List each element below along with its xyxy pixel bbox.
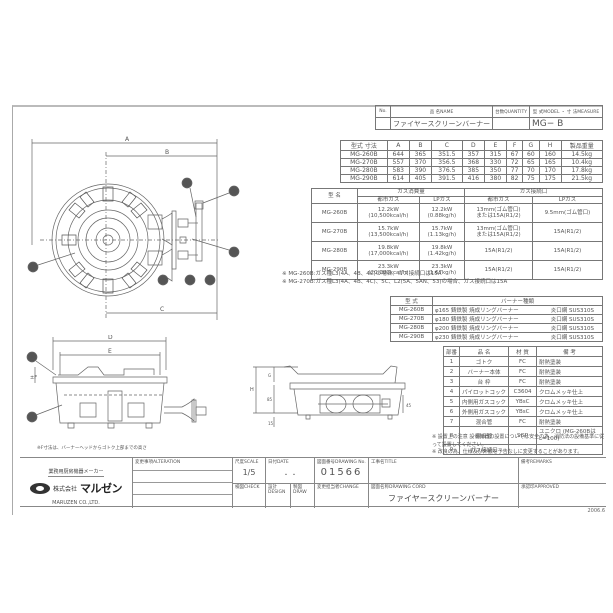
dim-label-e: E <box>108 348 112 355</box>
dim-label-85: 85 <box>267 397 273 402</box>
draw-cell: 製図DRAW <box>290 483 314 508</box>
gas-connection-header: ガス接続口 <box>464 188 603 197</box>
dim-label-c: C <box>160 306 164 313</box>
drawing-number: 01566 <box>320 467 363 478</box>
dims-header: F <box>505 140 524 151</box>
name-label: 品 名NAME <box>389 105 494 118</box>
gas-spec-table: 型 名 ガス消費量 ガス接続口 都市ガス LPガス 都市ガス LPガス MG-2… <box>311 188 604 280</box>
gas-col-model: 型 名 <box>311 188 358 204</box>
dim-label-g: G <box>268 373 271 378</box>
dims-header: 製品重量 <box>560 140 604 151</box>
header-table: No. 品 名NAME 台数QUANTITY 型 式MODEL ・ 寸 法MEA… <box>375 105 604 130</box>
gas-consumption-header: ガス消費量 <box>356 188 466 197</box>
dim-label-f: ±F <box>30 375 37 381</box>
remarks-cell: 備考REMARKS <box>518 458 606 483</box>
callout-6: 6 <box>209 278 212 284</box>
dims-header: H <box>538 140 562 151</box>
callout-9: 9 <box>233 189 236 195</box>
dim-label-45: 45 <box>406 403 412 408</box>
company-name-en: MARUZEN CO.,LTD. <box>52 500 100 506</box>
dim-label-h: H <box>250 387 254 393</box>
maruzen-logo-icon <box>29 482 50 494</box>
date-value: ・ ・ <box>283 472 297 479</box>
dim-label-d: D <box>108 335 113 341</box>
install-notes: ※ 設置上の注意 設備機器の設置については安全の為、消防法の設備基準に従って設置… <box>432 434 605 455</box>
dims-header: E <box>483 140 507 151</box>
revision-date: 2006.6 <box>587 508 606 514</box>
drawing-name-cell: 図面名称DRAWING CORD ファイヤースクリーンバーナー <box>368 483 518 508</box>
company-logo-box: 業務用厨房機器メーカー 株式会社 マルゼン MARUZEN CO.,LTD. <box>20 458 132 508</box>
table-row: MG-290B 23.3kW(20,000kcal/h) 23.3kW(1.67… <box>311 260 604 280</box>
company-name: マルゼン <box>80 482 123 495</box>
scale-cell: 尺度SCALE 1/5 <box>232 458 265 483</box>
dim-label-a: A <box>125 136 130 143</box>
dim-label-b: B <box>165 149 169 156</box>
table-row: MG-260B 12.2kW(10,500kcal/h) 12.2kW(0.88… <box>311 203 604 223</box>
quantity-label: 台数QUANTITY <box>492 105 530 118</box>
date-cell: 日付DATE ・ ・ <box>265 458 314 483</box>
f-dimension-footnote: ※F寸法は、バーナーヘッドからゴトク上部までの高さ <box>37 446 147 451</box>
dims-header: G <box>522 140 540 151</box>
design-cell: 設計DESIGN <box>265 483 290 508</box>
side-view-drawing: H G 85 15 45 <box>250 365 412 440</box>
title-block: 業務用厨房機器メーカー 株式会社 マルゼン MARUZEN CO.,LTD. 変… <box>20 457 606 508</box>
callout-7: 7 <box>189 278 192 284</box>
no-label: No. <box>375 105 391 118</box>
changer-cell: 変更担当者CHANGE <box>314 483 368 508</box>
model-value: MG− B <box>528 117 604 130</box>
table-row: MG-280B 19.8kW(17,000kcal/h) 19.8kW(1.42… <box>311 241 604 261</box>
drawing-name: ファイヤースクリーンバーナー <box>388 494 499 503</box>
dims-header: A <box>386 140 410 151</box>
product-name: ファイヤースクリーンバーナー <box>389 117 494 130</box>
front-view-drawing: D E ±F 1 3 <box>20 335 210 445</box>
scale-value: 1/5 <box>242 468 256 477</box>
callout-1: 1 <box>31 355 34 361</box>
drawing-sheet-border <box>12 105 602 515</box>
callout-4: 4 <box>233 250 236 256</box>
callout-5: 5 <box>186 181 189 187</box>
drawing-number-cell: 図面番号DRAWING No. 01566 <box>314 458 368 483</box>
top-view-drawing: A B 5 9 4 2 8 7 6 <box>20 136 250 320</box>
gas-notes: ※ MG-260B:ガス種L3(4A、4B、4C)の場合、ガス接続口は15A ※… <box>282 271 508 285</box>
maker-tagline: 業務用厨房機器メーカー <box>48 469 104 477</box>
check-cell: 検図CHECK <box>232 483 265 508</box>
callout-2: 2 <box>32 265 35 271</box>
callout-8: 8 <box>162 278 165 284</box>
dims-header: B <box>408 140 432 151</box>
dims-header: D <box>461 140 485 151</box>
alteration-cell: 変更事項ALTERATION <box>132 458 232 508</box>
approved-cell: 承認印APPROVED <box>518 483 606 508</box>
dims-header: C <box>430 140 463 151</box>
company-prefix: 株式会社 <box>52 485 77 493</box>
callout-3: 3 <box>31 415 34 421</box>
dim-label-15: 15 <box>268 421 274 426</box>
title-cell: 工事名TITLE <box>368 458 518 483</box>
model-label: 型 式MODEL ・ 寸 法MEASURE <box>528 105 604 118</box>
table-row: MG-270B 15.7kW(13,500kcal/h) 15.7kW(1.13… <box>311 222 604 242</box>
dims-header: 型式 寸法 <box>340 140 388 151</box>
